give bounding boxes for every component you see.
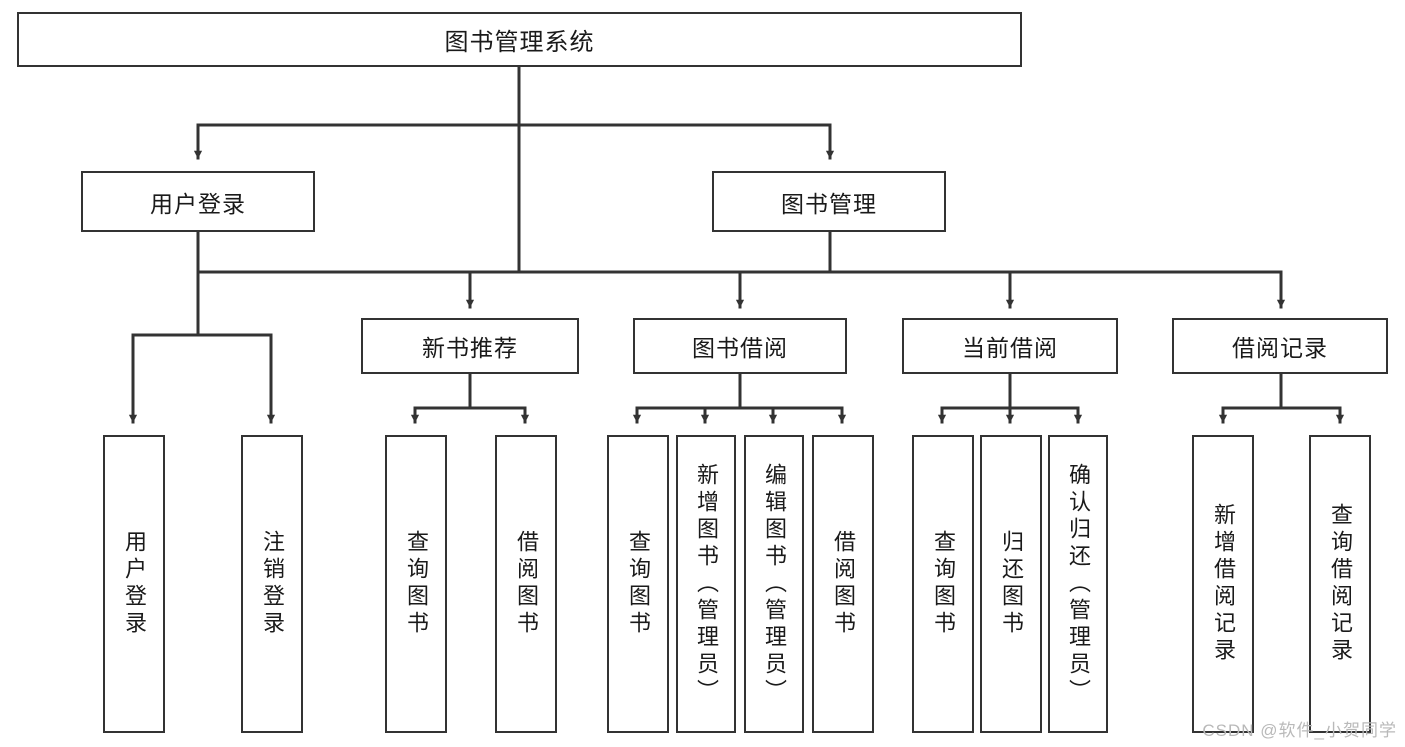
node-label: 当前借阅 bbox=[962, 335, 1058, 361]
node-label: 新增借阅记录 bbox=[1211, 503, 1236, 665]
node-root-book-management-system[interactable]: 图书管理系统 bbox=[17, 12, 1022, 67]
leaf-add-borrow-record[interactable]: 新增借阅记录 bbox=[1192, 435, 1254, 733]
node-label: 图书借阅 bbox=[692, 335, 788, 361]
node-label: 用户登录 bbox=[122, 530, 147, 638]
node-label: 借阅图书 bbox=[514, 530, 539, 638]
watermark-text: CSDN @软件_小贺同学 bbox=[1202, 721, 1397, 740]
leaf-confirm-return-admin[interactable]: 确认归还（管理员） bbox=[1048, 435, 1108, 733]
node-label: 查询图书 bbox=[626, 530, 651, 638]
node-label: 查询图书 bbox=[931, 530, 956, 638]
node-label: 图书管理系统 bbox=[444, 29, 595, 56]
node-label: 图书管理 bbox=[781, 190, 877, 217]
leaf-add-book-admin[interactable]: 新增图书（管理员） bbox=[676, 435, 736, 733]
node-new-book-recommend[interactable]: 新书推荐 bbox=[361, 318, 579, 374]
leaf-user-login[interactable]: 用户登录 bbox=[103, 435, 165, 733]
node-label: 新书推荐 bbox=[422, 335, 518, 361]
node-label: 查询图书 bbox=[404, 530, 429, 638]
node-label: 借阅图书 bbox=[831, 530, 856, 638]
node-label: 新增图书（管理员） bbox=[694, 462, 719, 706]
node-label: 用户登录 bbox=[150, 190, 246, 217]
leaf-edit-book-admin[interactable]: 编辑图书（管理员） bbox=[744, 435, 804, 733]
node-book-management[interactable]: 图书管理 bbox=[712, 171, 946, 232]
node-user-login[interactable]: 用户登录 bbox=[81, 171, 315, 232]
leaf-query-book-under-new-book[interactable]: 查询图书 bbox=[385, 435, 447, 733]
leaf-query-book-under-borrow[interactable]: 查询图书 bbox=[607, 435, 669, 733]
leaf-borrow-book-under-borrow[interactable]: 借阅图书 bbox=[812, 435, 874, 733]
leaf-borrow-book-under-new-book[interactable]: 借阅图书 bbox=[495, 435, 557, 733]
node-label: 归还图书 bbox=[999, 530, 1024, 638]
node-current-borrow[interactable]: 当前借阅 bbox=[902, 318, 1118, 374]
node-label: 查询借阅记录 bbox=[1328, 503, 1353, 665]
leaf-query-borrow-record[interactable]: 查询借阅记录 bbox=[1309, 435, 1371, 733]
node-label: 编辑图书（管理员） bbox=[762, 462, 787, 706]
node-book-borrow[interactable]: 图书借阅 bbox=[633, 318, 847, 374]
node-borrow-record[interactable]: 借阅记录 bbox=[1172, 318, 1388, 374]
leaf-return-book[interactable]: 归还图书 bbox=[980, 435, 1042, 733]
node-label: 借阅记录 bbox=[1232, 335, 1328, 361]
node-label: 确认归还（管理员） bbox=[1066, 462, 1091, 706]
leaf-logout-login[interactable]: 注销登录 bbox=[241, 435, 303, 733]
leaf-query-book-under-current[interactable]: 查询图书 bbox=[912, 435, 974, 733]
node-label: 注销登录 bbox=[260, 530, 285, 638]
